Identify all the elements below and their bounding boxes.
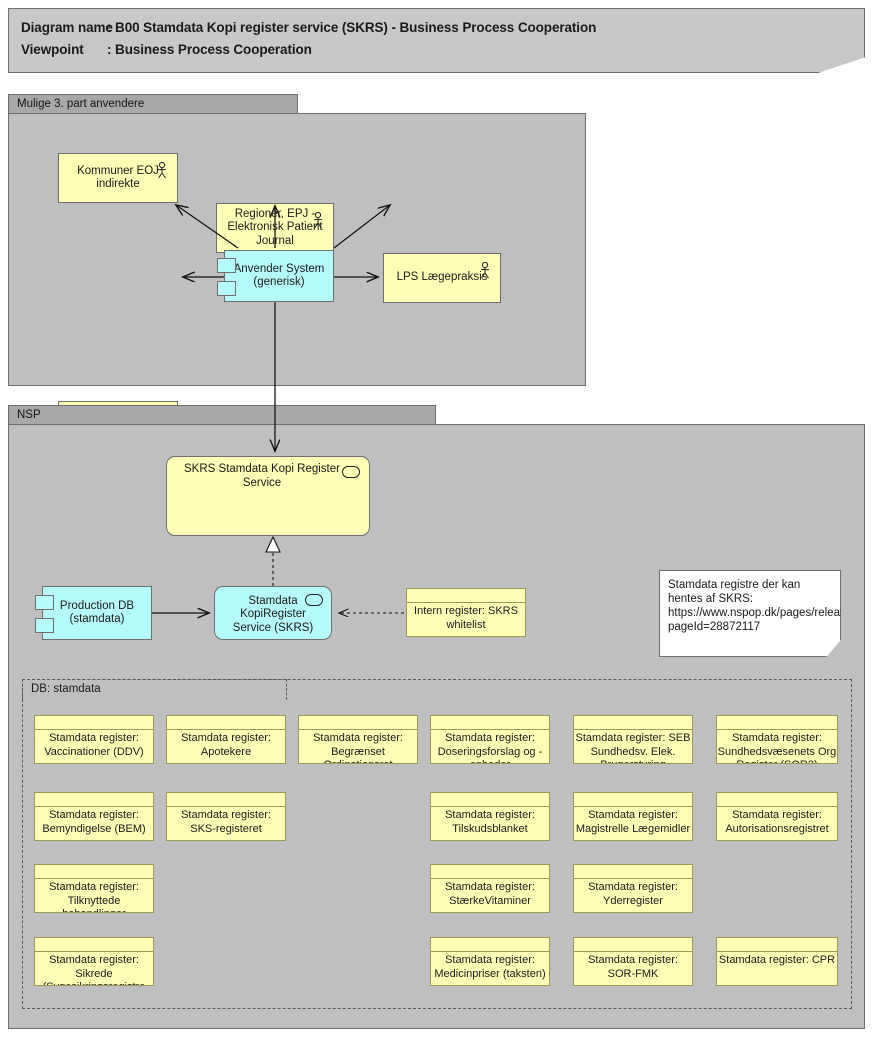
component-icon <box>217 281 236 296</box>
node-label: Stamdata KopiRegister Service (SKRS) <box>232 594 314 634</box>
node-label: Stamdata register: Tilknyttede behandlin… <box>49 881 139 912</box>
node-stamdata-kopiregister-service[interactable]: Stamdata KopiRegister Service (SKRS) <box>214 586 332 640</box>
node-intern-register-skrs-whitelist[interactable]: Intern register: SKRS whitelist <box>406 588 526 637</box>
register-bemyndigelse[interactable]: Stamdata register: Bemyndigelse (BEM) <box>34 792 154 841</box>
interface-oval-icon <box>342 466 360 478</box>
node-label: Intern register: SKRS whitelist <box>414 605 518 631</box>
node-production-db[interactable]: Production DB (stamdata) <box>35 586 152 640</box>
viewpoint-label: Viewpoint <box>21 42 84 57</box>
node-label: Stamdata register: Apotekere <box>181 732 271 758</box>
node-kommuner-eoj-indirekte[interactable]: Kommuner EOJ indirekte <box>58 153 178 203</box>
card-header-strip <box>574 716 692 730</box>
card-header-strip <box>431 793 549 807</box>
card-header-strip <box>167 793 285 807</box>
component-icon <box>35 595 54 610</box>
actor-icon <box>481 262 489 279</box>
group-header-nsp: NSP <box>8 405 436 425</box>
node-label: Production DB (stamdata) <box>59 599 135 626</box>
component-icon <box>35 618 54 633</box>
group-header-third-party: Mulige 3. part anvendere <box>8 94 298 114</box>
node-label: Stamdata register: CPR <box>718 954 836 966</box>
node-label: Kommuner EOJ indirekte <box>77 164 159 191</box>
group-title-third-party: Mulige 3. part anvendere <box>17 98 145 110</box>
card-header-strip <box>407 589 525 603</box>
card-header-strip <box>431 938 549 952</box>
card-header-strip <box>717 938 837 952</box>
register-autorisation[interactable]: Stamdata register: Autorisationsregistre… <box>716 792 838 841</box>
register-yderregister[interactable]: Stamdata register: Yderregister <box>573 864 693 913</box>
node-label: Stamdata register: Yderregister <box>588 881 678 907</box>
card-header-strip <box>35 716 153 730</box>
register-vaccinationer[interactable]: Stamdata register: Vaccinationer (DDV) <box>34 715 154 764</box>
node-label: SKRS Stamdata Kopi Register Service <box>184 463 340 489</box>
node-label: Stamdata register: Bemyndigelse (BEM) <box>42 809 146 835</box>
note-text: Stamdata registre der kan hentes af SKRS… <box>668 579 873 633</box>
node-anvender-system[interactable]: Anvender System (generisk) <box>217 250 334 302</box>
note-skrs-registre: Stamdata registre der kan hentes af SKRS… <box>659 570 841 657</box>
node-label: Stamdata register: Doseringsforslag og -… <box>437 732 543 763</box>
card-header-strip <box>717 716 837 730</box>
register-cpr[interactable]: Stamdata register: CPR <box>716 937 838 986</box>
card-header-strip <box>431 865 549 879</box>
card-header-strip <box>574 793 692 807</box>
actor-icon <box>158 162 166 179</box>
register-staerkevitaminer[interactable]: Stamdata register: StærkeVitaminer <box>430 864 550 913</box>
card-header-strip <box>35 793 153 807</box>
card-header-strip <box>299 716 417 730</box>
diagram-name-label: Diagram name <box>21 20 113 35</box>
card-header-strip <box>167 716 285 730</box>
register-sikrede[interactable]: Stamdata register: Sikrede (Sygesikrings… <box>34 937 154 986</box>
card-header-strip <box>431 716 549 730</box>
node-label: Stamdata register: Sikrede (Sygesikrings… <box>43 954 146 985</box>
card-header-strip <box>574 865 692 879</box>
group-header-db-stamdata: DB: stamdata <box>22 679 287 700</box>
node-regioner-epj[interactable]: Regioner, EPJ - Elektronisk Patient Jour… <box>216 203 334 253</box>
node-label: Stamdata register: StærkeVitaminer <box>445 881 535 907</box>
node-label: Stamdata register: Autorisationsregistre… <box>725 809 829 835</box>
diagram-name-value: : B00 Stamdata Kopi register service (SK… <box>107 20 597 35</box>
register-begraenset[interactable]: Stamdata register: Begrænset Ordinations… <box>298 715 418 764</box>
node-label: Stamdata register: Magistrelle Lægemidle… <box>575 809 691 835</box>
node-label: Stamdata register: Medicinpriser (takste… <box>434 954 546 980</box>
register-sor2[interactable]: Stamdata register: Sundhedsvæsenets Org … <box>716 715 838 764</box>
register-magistrelle[interactable]: Stamdata register: Magistrelle Lægemidle… <box>573 792 693 841</box>
component-icon <box>217 258 236 273</box>
group-title-nsp: NSP <box>17 409 41 421</box>
card-header-strip <box>574 938 692 952</box>
register-apotekere[interactable]: Stamdata register: Apotekere <box>166 715 286 764</box>
register-sor-fmk[interactable]: Stamdata register: SOR-FMK <box>573 937 693 986</box>
node-label: Stamdata register: Sundhedsvæsenets Org … <box>717 732 837 763</box>
viewpoint-line: Viewpoint : Business Process Cooperation <box>21 42 312 57</box>
node-lps-laegepraksis[interactable]: LPS Lægepraksis <box>383 253 501 303</box>
interface-oval-icon <box>305 594 323 606</box>
register-sks[interactable]: Stamdata register: SKS-registeret <box>166 792 286 841</box>
register-medicinpriser[interactable]: Stamdata register: Medicinpriser (takste… <box>430 937 550 986</box>
node-label: Stamdata register: SEB Sundhedsv. Elek. … <box>575 732 691 763</box>
card-header-strip <box>35 938 153 952</box>
register-tilknyttede[interactable]: Stamdata register: Tilknyttede behandlin… <box>34 864 154 913</box>
register-doseringsforslag[interactable]: Stamdata register: Doseringsforslag og -… <box>430 715 550 764</box>
node-label: Anvender System (generisk) <box>233 262 325 289</box>
node-label: LPS Lægepraksis <box>396 271 488 284</box>
diagram-title-banner: Diagram name: B00 Stamdata Kopi register… <box>8 8 865 73</box>
node-label: Stamdata register: Vaccinationer (DDV) <box>44 732 144 758</box>
node-label: Stamdata register: Begrænset Ordinations… <box>313 732 403 763</box>
diagram-name-line: Diagram name: B00 Stamdata Kopi register… <box>21 20 596 35</box>
register-tilskudsblanket[interactable]: Stamdata register: Tilskudsblanket <box>430 792 550 841</box>
card-header-strip <box>35 865 153 879</box>
node-skrs-stamdata-kopi-register-service[interactable]: SKRS Stamdata Kopi Register Service <box>166 456 370 536</box>
group-body-db-stamdata: DB: stamdata <box>22 679 852 1009</box>
register-seb[interactable]: Stamdata register: SEB Sundhedsv. Elek. … <box>573 715 693 764</box>
viewpoint-value: : Business Process Cooperation <box>107 42 312 57</box>
group-title-db-stamdata: DB: stamdata <box>31 683 101 695</box>
node-label: Stamdata register: Tilskudsblanket <box>445 809 535 835</box>
actor-icon <box>314 212 322 229</box>
node-label: Stamdata register: SKS-registeret <box>181 809 271 835</box>
card-header-strip <box>717 793 837 807</box>
node-label: Stamdata register: SOR-FMK <box>588 954 678 980</box>
